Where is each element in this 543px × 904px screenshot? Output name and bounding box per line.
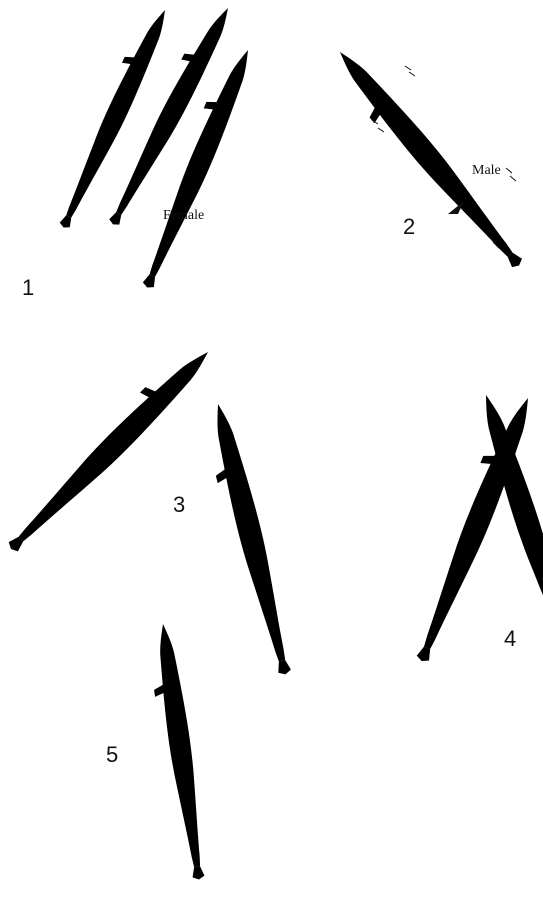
panel-1-number: 1 [22, 275, 34, 300]
panel-4-number: 4 [504, 626, 516, 651]
panel-3-fish-2 [199, 401, 296, 679]
panel-5-fish-group [145, 623, 209, 882]
panel-2-number: 2 [403, 214, 415, 239]
panel-3-pair [0, 338, 296, 679]
panel-5-number: 5 [106, 742, 118, 767]
male-label: Male [472, 163, 501, 178]
panel-1-females [48, 0, 257, 292]
panel-3-fish-1 [0, 338, 216, 557]
panel-4-pair [403, 391, 543, 671]
panel-3-number: 3 [173, 492, 185, 517]
panel-5-fish [145, 623, 209, 882]
female-label: Female [163, 208, 204, 223]
panel-2-male [325, 45, 528, 278]
male-fish [325, 45, 528, 278]
female-fish-1 [48, 3, 173, 232]
motion-lines [372, 66, 516, 248]
